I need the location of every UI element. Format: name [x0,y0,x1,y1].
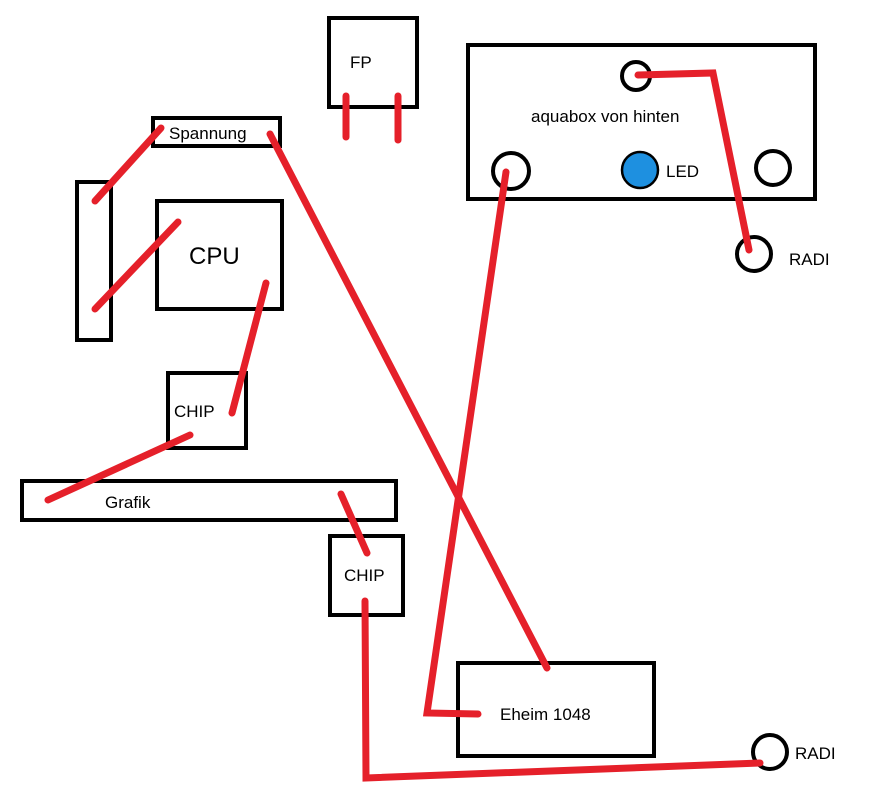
pipe-chip-radi-bottom [361,597,764,782]
ram-box [75,180,113,342]
fp-box [327,16,419,109]
aquabox-port-right [754,149,792,187]
chip-top-box [166,371,248,450]
grafik-box [20,479,398,522]
pipe-aquabox-eheim [422,168,510,718]
pipe-cpu-chip [228,279,270,417]
radi-bottom-label: RADI [795,744,836,763]
aquabox-port-left [491,151,531,191]
eheim-box [456,661,656,758]
radi-top-circle [735,235,773,273]
eheim-label: Eheim 1048 [500,705,591,724]
chip-top-label: CHIP [174,402,215,421]
fp-label: FP [350,53,372,72]
pipe-grafik-chip [337,490,371,557]
led-label: LED [666,162,699,181]
aquabox-box [466,43,817,201]
pipe-aquabox-radi-top [634,69,753,254]
pipe-chip-grafik [44,431,194,504]
grafik-label: Grafik [105,493,151,512]
cpu-label: CPU [189,243,240,270]
cpu-box [155,199,284,311]
aquabox-label: aquabox von hinten [531,107,679,126]
spannung-label: Spannung [169,124,247,143]
radi-top-label: RADI [789,250,830,269]
led-indicator [620,150,660,190]
pipe-spannung-ram [91,124,165,205]
radi-bottom-circle [751,733,789,771]
pipe-cpu-ram [91,218,182,313]
chip-bottom-label: CHIP [344,566,385,585]
pipe-spannung-eheim [266,130,551,672]
